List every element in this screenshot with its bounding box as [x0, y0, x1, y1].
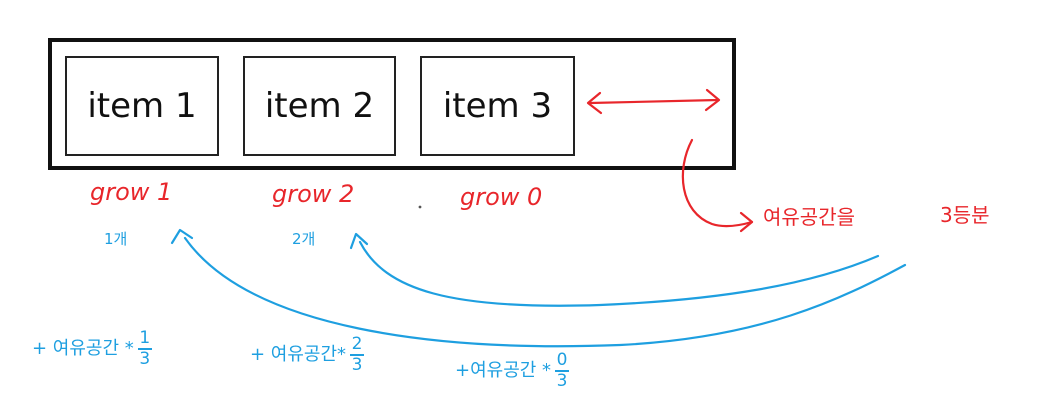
formula-item-1-denominator: 3	[139, 349, 151, 369]
fraction-bar	[137, 348, 152, 350]
formula-item-2-fraction: 2 3	[350, 334, 365, 375]
flex-container	[48, 38, 736, 170]
formula-item-3-prefix: +여유공간 *	[455, 360, 552, 381]
count-label-item-1: 1개	[104, 230, 128, 248]
free-space-note-arrow	[681, 138, 754, 233]
free-space-split-note: 3등분	[940, 203, 990, 227]
formula-item-1-prefix: + 여유공간 *	[32, 338, 134, 359]
formula-item-2-denominator: 3	[351, 355, 363, 375]
formula-item-3: +여유공간 * 0 3	[455, 350, 570, 391]
formula-item-1: + 여유공간 * 1 3	[32, 330, 152, 368]
fraction-bar	[555, 370, 570, 372]
formula-item-3-numerator: 0	[556, 350, 568, 370]
flex-item-3: item 3	[420, 56, 575, 156]
stray-dot	[418, 205, 422, 209]
formula-item-1-fraction: 1 3	[137, 328, 152, 369]
grow-label-item-2: grow 2	[272, 180, 355, 208]
flex-item-2: item 2	[243, 56, 396, 156]
formula-item-3-denominator: 3	[556, 371, 568, 391]
fraction-bar	[350, 354, 365, 356]
grow-label-item-1: grow 1	[90, 178, 173, 206]
distribution-arrow-item-1	[170, 228, 907, 348]
formula-item-3-fraction: 0 3	[555, 350, 570, 391]
formula-item-2: + 여유공간* 2 3	[250, 334, 365, 375]
distribution-arrow-item-2	[349, 232, 880, 307]
flex-item-1: item 1	[65, 56, 219, 156]
free-space-arrow	[586, 88, 721, 115]
formula-item-2-numerator: 2	[351, 334, 363, 354]
grow-label-item-3: grow 0	[460, 183, 543, 211]
count-label-item-2: 2개	[292, 230, 316, 248]
formula-item-1-numerator: 1	[139, 328, 151, 348]
free-space-note: 여유공간을	[763, 205, 855, 229]
formula-item-2-prefix: + 여유공간*	[250, 344, 347, 365]
